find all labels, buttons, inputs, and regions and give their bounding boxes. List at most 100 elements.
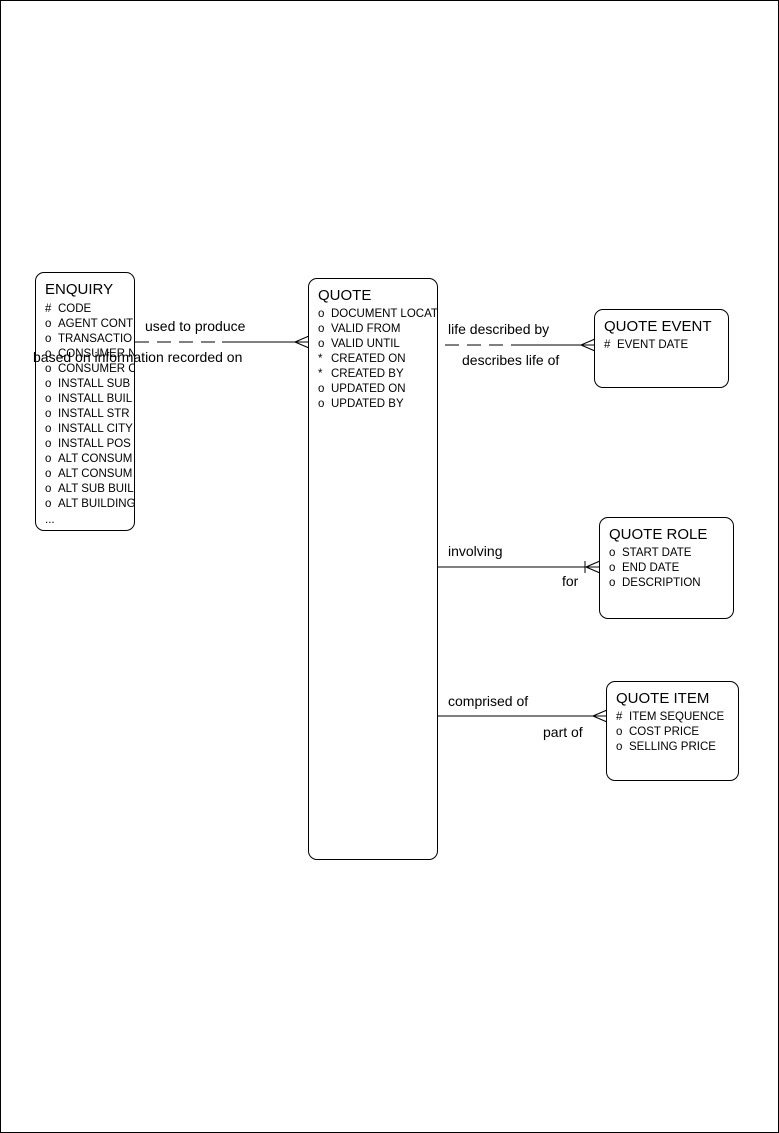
attribute-name: START DATE bbox=[622, 547, 692, 559]
attribute-row: o INSTALL SUB bbox=[45, 377, 134, 392]
attribute-row: o UPDATED ON bbox=[318, 382, 437, 397]
attribute-row: # CODE bbox=[45, 302, 134, 317]
attribute-row: * CREATED BY bbox=[318, 367, 437, 382]
relationship-label-life-described-by: life described by bbox=[448, 321, 550, 337]
attribute-marker: o bbox=[318, 323, 325, 335]
entity-title: QUOTE bbox=[318, 287, 372, 304]
attribute-row: o SELLING PRICE bbox=[616, 740, 724, 755]
attribute-row: o VALID FROM bbox=[318, 322, 437, 337]
attribute-marker: o bbox=[609, 577, 616, 589]
attribute-name: CREATED BY bbox=[331, 368, 404, 380]
attribute-row: o ALT SUB BUIL bbox=[45, 482, 134, 497]
attribute-name: CONSUMER C bbox=[58, 363, 135, 375]
attribute-name: INSTALL CITY bbox=[58, 423, 133, 435]
attribute-marker: o bbox=[45, 348, 52, 360]
attribute-marker: o bbox=[45, 333, 52, 345]
attribute-name: ALT SUB BUIL bbox=[58, 483, 134, 495]
attribute-marker: o bbox=[45, 378, 52, 390]
attribute-marker: o bbox=[45, 498, 52, 510]
attribute-marker: o bbox=[45, 393, 52, 405]
relationship-quote-item bbox=[438, 709, 608, 723]
attribute-row: o COST PRICE bbox=[616, 725, 724, 740]
attribute-name: INSTALL BUIL bbox=[58, 393, 133, 405]
relationship-quote-event bbox=[445, 338, 596, 352]
attribute-row: # EVENT DATE bbox=[604, 338, 688, 353]
attribute-marker: # bbox=[616, 711, 623, 723]
attribute-name: ALT CONSUM bbox=[58, 453, 133, 465]
attribute-name: VALID UNTIL bbox=[331, 338, 400, 350]
attribute-name: AGENT CONT bbox=[58, 318, 134, 330]
attribute-name: ALT CONSUM bbox=[58, 468, 133, 480]
relationship-label-part-of: part of bbox=[543, 724, 583, 740]
entity-quote-event[interactable]: QUOTE EVENT #EVENT DATE bbox=[594, 309, 729, 388]
attribute-marker: o bbox=[45, 483, 52, 495]
attribute-marker: o bbox=[45, 423, 52, 435]
relationship-label-describes-life-of: describes life of bbox=[462, 352, 560, 368]
attribute-name: COST PRICE bbox=[629, 726, 700, 738]
attribute-row: o END DATE bbox=[609, 561, 701, 576]
attribute-marker: o bbox=[616, 726, 623, 738]
attribute-name: SELLING PRICE bbox=[629, 741, 716, 753]
attribute-name: END DATE bbox=[622, 562, 680, 574]
attribute-marker: o bbox=[45, 438, 52, 450]
attribute-row: o VALID UNTIL bbox=[318, 337, 437, 352]
attribute-marker: o bbox=[45, 363, 52, 375]
attribute-marker: * bbox=[318, 353, 323, 365]
more-attributes-indicator: ... bbox=[45, 514, 55, 526]
entity-title: QUOTE ITEM bbox=[616, 690, 710, 707]
relationship-label-involving: involving bbox=[448, 543, 503, 559]
attribute-name: UPDATED ON bbox=[331, 383, 406, 395]
attribute-marker: # bbox=[45, 303, 52, 315]
relationship-quote-role bbox=[438, 560, 601, 574]
attribute-row: * CREATED ON bbox=[318, 352, 437, 367]
attribute-marker: o bbox=[45, 408, 52, 420]
relationship-enquiry-quote bbox=[135, 335, 310, 349]
relationship-label-comprised-of: comprised of bbox=[448, 693, 529, 709]
relationship-label-based-on-information: based on information recorded on bbox=[33, 349, 243, 365]
attribute-name: TRANSACTIO bbox=[58, 333, 133, 345]
attribute-row: o ALT CONSUM bbox=[45, 467, 134, 482]
relationship-label-used-to-produce: used to produce bbox=[145, 318, 246, 334]
attribute-marker: o bbox=[616, 741, 623, 753]
attribute-marker: o bbox=[609, 562, 616, 574]
attribute-marker: o bbox=[609, 547, 616, 559]
attribute-name: EVENT DATE bbox=[617, 339, 689, 351]
attribute-name: INSTALL SUB bbox=[58, 378, 131, 390]
attribute-row: o CONSUMER C bbox=[45, 362, 135, 377]
attribute-name: INSTALL POS bbox=[58, 438, 131, 450]
attribute-marker: o bbox=[318, 308, 325, 320]
attribute-marker: o bbox=[318, 338, 325, 350]
attribute-row: # ITEM SEQUENCE bbox=[616, 710, 724, 725]
attribute-list: # EVENT DATE bbox=[604, 338, 688, 353]
attribute-row: o ALT BUILDING bbox=[45, 497, 135, 512]
attribute-marker: o bbox=[45, 468, 52, 480]
attribute-name: INSTALL STR bbox=[58, 408, 130, 420]
attribute-name: CREATED ON bbox=[331, 353, 406, 365]
attribute-name: CODE bbox=[58, 303, 92, 315]
attribute-marker: o bbox=[45, 318, 52, 330]
attribute-name: ALT BUILDING bbox=[58, 498, 135, 510]
attribute-name: VALID FROM bbox=[331, 323, 401, 335]
attribute-row: o START DATE bbox=[609, 546, 701, 561]
attribute-marker: o bbox=[318, 383, 325, 395]
attribute-row: o AGENT CONT bbox=[45, 317, 134, 332]
attribute-row: o INSTALL STR bbox=[45, 407, 134, 422]
attribute-row: o TRANSACTIO bbox=[45, 332, 134, 347]
attribute-marker: # bbox=[604, 339, 611, 351]
attribute-name: ITEM SEQUENCE bbox=[629, 711, 725, 723]
attribute-marker: * bbox=[318, 368, 323, 380]
